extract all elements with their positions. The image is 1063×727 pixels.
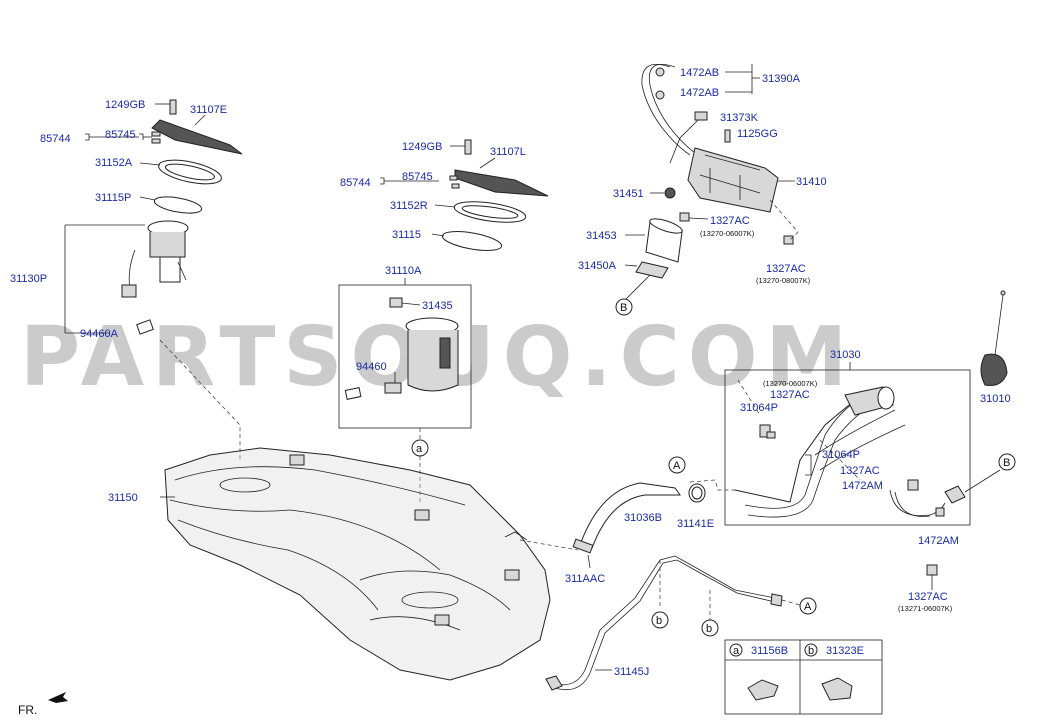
label-1472ab-1[interactable]: 1472AB [680,67,719,79]
center-pump-group [338,139,549,505]
label-31435[interactable]: 31435 [422,300,453,312]
legend-circle-a [729,643,743,657]
ref-circle-a-tank[interactable] [411,439,429,457]
label-1472ab-2[interactable]: 1472AB [680,87,719,99]
label-85745-left[interactable]: 85745 [105,129,136,141]
label-94460[interactable]: 94460 [356,361,387,373]
filler-box [724,369,971,526]
label-1327ac-4[interactable]: 1327AC [840,465,880,477]
bolt-shape [169,99,177,115]
legend-b-part[interactable]: 31323E [826,645,864,657]
ref-b-2: b [706,623,712,635]
label-31373k[interactable]: 31373K [720,112,759,124]
label-13270-06007k-2: (13270-06007K) [763,379,818,388]
ref-b-1: b [656,615,662,627]
label-85744-center[interactable]: 85744 [340,177,371,189]
label-31107e[interactable]: 31107E [190,104,227,116]
legend-ref-a: a [733,645,740,657]
label-1249gb-center[interactable]: 1249GB [402,141,442,153]
label-31110a[interactable]: 31110A [385,265,422,277]
label-1327ac-5[interactable]: 1327AC [908,591,948,603]
label-31451[interactable]: 31451 [613,188,644,200]
label-31390a[interactable]: 31390A [762,73,801,85]
ref-A-vent: A [804,601,812,613]
label-85745-center[interactable]: 85745 [402,171,433,183]
filler-neck-group [724,290,1008,526]
label-31036b[interactable]: 31036B [624,512,662,524]
ref-a-tank: a [416,443,423,455]
clip-b-shape [821,677,853,701]
label-31150[interactable]: 31150 [108,492,138,504]
label-1472am-1[interactable]: 1472AM [842,480,883,492]
legend-ref-b: b [808,645,814,657]
label-31152r[interactable]: 31152R [390,200,428,212]
label-1327ac-2[interactable]: 1327AC [766,263,806,275]
label-1327ac-3[interactable]: 1327AC [770,389,810,401]
label-31130p[interactable]: 31130P [10,273,47,285]
label-13270-06007k-1: (13270-06007K) [700,229,755,238]
ref-circle-b-1[interactable] [651,611,669,629]
plate-shape [151,119,243,155]
label-31115[interactable]: 31115 [392,229,421,241]
label-1327ac-1[interactable]: 1327AC [710,215,750,227]
label-31145j[interactable]: 31145J [614,666,649,678]
legend-circle-b [804,643,818,657]
label-94460a[interactable]: 94460A [80,328,119,340]
label-13270-08007k: (13270-08007K) [756,276,811,285]
orientation-label: FR. [18,703,37,717]
label-31410[interactable]: 31410 [796,176,827,188]
label-31010[interactable]: 31010 [980,393,1011,405]
reference-markers: a b b B A B A [411,298,1016,637]
ref-circle-B-canister[interactable] [615,298,633,316]
label-85744-left[interactable]: 85744 [40,133,71,145]
ref-circle-B-filler[interactable] [998,453,1016,471]
label-31107l[interactable]: 31107L [490,146,526,158]
ref-circle-b-2[interactable] [701,619,719,637]
label-31064p-1[interactable]: 31064P [740,402,778,414]
label-31115p[interactable]: 31115P [95,192,131,204]
ref-B-filler: B [1003,457,1010,469]
label-1472am-2[interactable]: 1472AM [918,535,959,547]
left-pump-group [64,99,243,462]
ref-B-canister: B [620,302,627,314]
orientation-marker: FR. [18,692,68,717]
legend-a-part[interactable]: 31156B [751,645,788,657]
label-13271-06007k: (13271-06007K) [898,604,953,613]
hose-group [545,479,938,691]
legend-table: a 31156B b 31323E [724,639,883,715]
tank-shape [164,447,551,681]
clip-a-shape [747,679,779,701]
label-31453[interactable]: 31453 [586,230,617,242]
label-311aac[interactable]: 311AAC [565,573,605,585]
canister-group [624,63,799,301]
fuel-tank-group [160,447,579,681]
label-31450a[interactable]: 31450A [578,260,617,272]
label-1125gg[interactable]: 1125GG [737,128,778,140]
ref-A-hose: A [673,460,681,472]
front-arrow-icon [48,692,68,703]
label-31141e[interactable]: 31141E [677,518,714,530]
label-31030[interactable]: 31030 [830,349,861,361]
part-labels: 1249GB 31107E 85744 85745 31152A 31115P … [10,67,1011,678]
ref-circle-A-hose[interactable] [668,456,686,474]
canister-shape [687,147,779,213]
label-1249gb-left[interactable]: 1249GB [105,99,145,111]
label-31152a[interactable]: 31152A [95,157,133,169]
label-31064p-2[interactable]: 31064P [822,449,860,461]
ref-circle-A-vent[interactable] [799,597,817,615]
